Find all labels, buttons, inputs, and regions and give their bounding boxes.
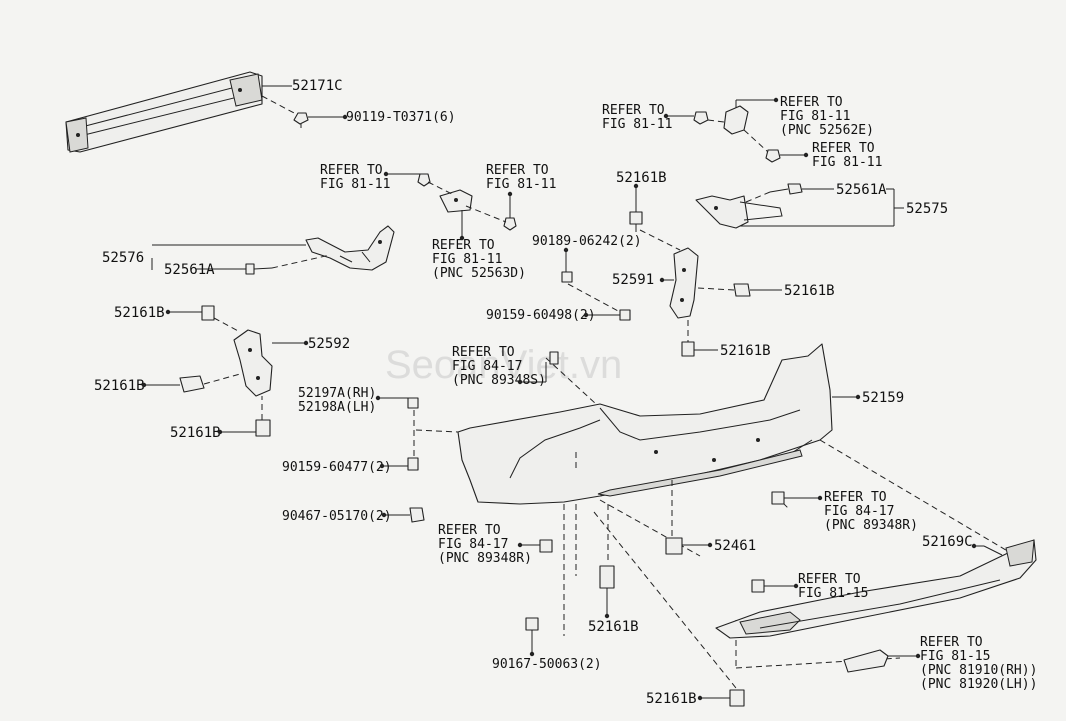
ref-label-r9-line2: FIG 84-17 xyxy=(438,537,508,552)
bumper-cover-part xyxy=(457,343,833,505)
left-stay-part xyxy=(233,329,273,397)
ref-label-r7-line2: FIG 84-17 xyxy=(452,359,522,374)
ref-label-r3-line3: (PNC 52563D) xyxy=(432,266,526,281)
part-label-52161B-bottom2: 52161B xyxy=(646,691,697,707)
part-label-52161B-top: 52161B xyxy=(616,170,667,186)
screw-90159-60477-icon xyxy=(407,457,419,471)
right-bracket-part xyxy=(695,195,783,229)
ref-label-r11-line3: (PNC 81910(RH)) xyxy=(920,663,1037,678)
ref-label-r5-line1: REFER TO xyxy=(780,95,843,110)
part-label-52561A-right: 52561A xyxy=(836,182,887,198)
part-label-52575: 52575 xyxy=(906,201,948,217)
watermark: SeoanViet.vn xyxy=(385,343,622,387)
ref-label-r3-line1: REFER TO xyxy=(432,238,495,253)
clip-52161B-mid-icon xyxy=(733,283,751,297)
left-bracket-part xyxy=(305,225,395,271)
part-label-52161B-c: 52161B xyxy=(170,425,221,441)
part-label-52171C: 52171C xyxy=(292,78,343,94)
clip-52161B-b-icon xyxy=(179,375,205,393)
ref-label-r7-line3: (PNC 89348S) xyxy=(452,373,546,388)
clip-ref-r9-icon xyxy=(539,539,553,553)
part-label-52161B-bottom1: 52161B xyxy=(588,619,639,635)
clip-90189-icon xyxy=(561,271,573,283)
clip-52161B-mid2-icon xyxy=(681,341,695,357)
ref-label-r5-line2: FIG 81-11 xyxy=(780,109,850,124)
clip-52161B-c-icon xyxy=(255,419,271,437)
nut-90467-icon xyxy=(409,507,425,523)
retainer-center-top-icon xyxy=(417,173,517,231)
ref-label-r10-line2: FIG 81-15 xyxy=(798,586,868,601)
ref-label-r6-line1: REFER TO xyxy=(812,141,875,156)
ref-label-r4-line2: FIG 81-11 xyxy=(602,117,672,132)
part-label-90159-60498: 90159-60498(2) xyxy=(486,308,596,323)
ref-label-r8-line3: (PNC 89348R) xyxy=(824,518,918,533)
clip-52161B-top-icon xyxy=(629,211,643,232)
ref-label-r3-line2: FIG 81-11 xyxy=(432,252,502,267)
ref-label-r4-line1: REFER TO xyxy=(602,103,665,118)
clip-ref-r10-icon xyxy=(751,579,765,593)
ref-label-r9-line1: REFER TO xyxy=(438,523,501,538)
ref-label-r11-line4: (PNC 81920(LH)) xyxy=(920,677,1037,692)
part-label-90467: 90467-05170(2) xyxy=(282,509,392,524)
ref-label-r6-line2: FIG 81-11 xyxy=(812,155,882,170)
ref-label-r1-line1: REFER TO xyxy=(320,163,383,178)
part-label-52161B-mid: 52161B xyxy=(784,283,835,299)
seal-52461-icon xyxy=(665,537,683,555)
clip-52197A-icon xyxy=(407,397,419,409)
ref-label-r10-line1: REFER TO xyxy=(798,572,861,587)
part-label-52161B-a: 52161B xyxy=(114,305,165,321)
part-label-52159: 52159 xyxy=(862,390,904,406)
ref-label-r5-line3: (PNC 52562E) xyxy=(780,123,874,138)
part-label-52561A-left: 52561A xyxy=(164,262,215,278)
part-label-52197A: 52197A(RH) xyxy=(298,386,376,401)
ref-label-r11-line1: REFER TO xyxy=(920,635,983,650)
part-label-90119: 90119-T0371(6) xyxy=(346,110,456,125)
part-label-90189: 90189-06242(2) xyxy=(532,234,642,249)
clip-52161B-bottom1-icon xyxy=(599,565,615,589)
clip-52161B-a-icon xyxy=(201,305,215,321)
bolt-52561A-right-icon xyxy=(769,183,803,195)
ref-label-r7-line1: REFER TO xyxy=(452,345,515,360)
bolt-90119-icon xyxy=(293,112,309,128)
bolt-52561A-left-icon xyxy=(245,263,273,275)
bracket-ref-r8-icon xyxy=(771,491,785,505)
retainer-right-top-icon xyxy=(693,105,781,163)
ref-label-r2-line1: REFER TO xyxy=(486,163,549,178)
part-label-52161B-mid2: 52161B xyxy=(720,343,771,359)
part-label-52461: 52461 xyxy=(714,538,756,554)
part-label-52169C: 52169C xyxy=(922,534,973,550)
ref-label-r1-line2: FIG 81-11 xyxy=(320,177,390,192)
part-label-90167: 90167-50063(2) xyxy=(492,657,602,672)
part-label-52161B-b: 52161B xyxy=(94,378,145,394)
screw-90159-60498-icon xyxy=(619,309,631,321)
lower-spoiler-part xyxy=(715,539,1037,639)
part-label-52576: 52576 xyxy=(102,250,144,266)
ref-label-r11-line2: FIG 81-15 xyxy=(920,649,990,664)
ref-label-r8-line2: FIG 84-17 xyxy=(824,504,894,519)
clip-ref-r7-icon xyxy=(549,351,559,365)
part-label-52198A: 52198A(LH) xyxy=(298,400,376,415)
ref-label-r9-line3: (PNC 89348R) xyxy=(438,551,532,566)
part-label-52591: 52591 xyxy=(612,272,654,288)
clip-52161B-bottom2-icon xyxy=(729,689,745,707)
part-label-90159-60477: 90159-60477(2) xyxy=(282,460,392,475)
nut-90167-icon xyxy=(525,617,539,631)
ref-label-r2-line2: FIG 81-11 xyxy=(486,177,556,192)
reinforcement-part xyxy=(65,71,263,153)
right-stay-part xyxy=(669,247,699,319)
ref-label-r8-line1: REFER TO xyxy=(824,490,887,505)
reflector-ref-r11-icon xyxy=(843,649,889,673)
part-label-52592: 52592 xyxy=(308,336,350,352)
